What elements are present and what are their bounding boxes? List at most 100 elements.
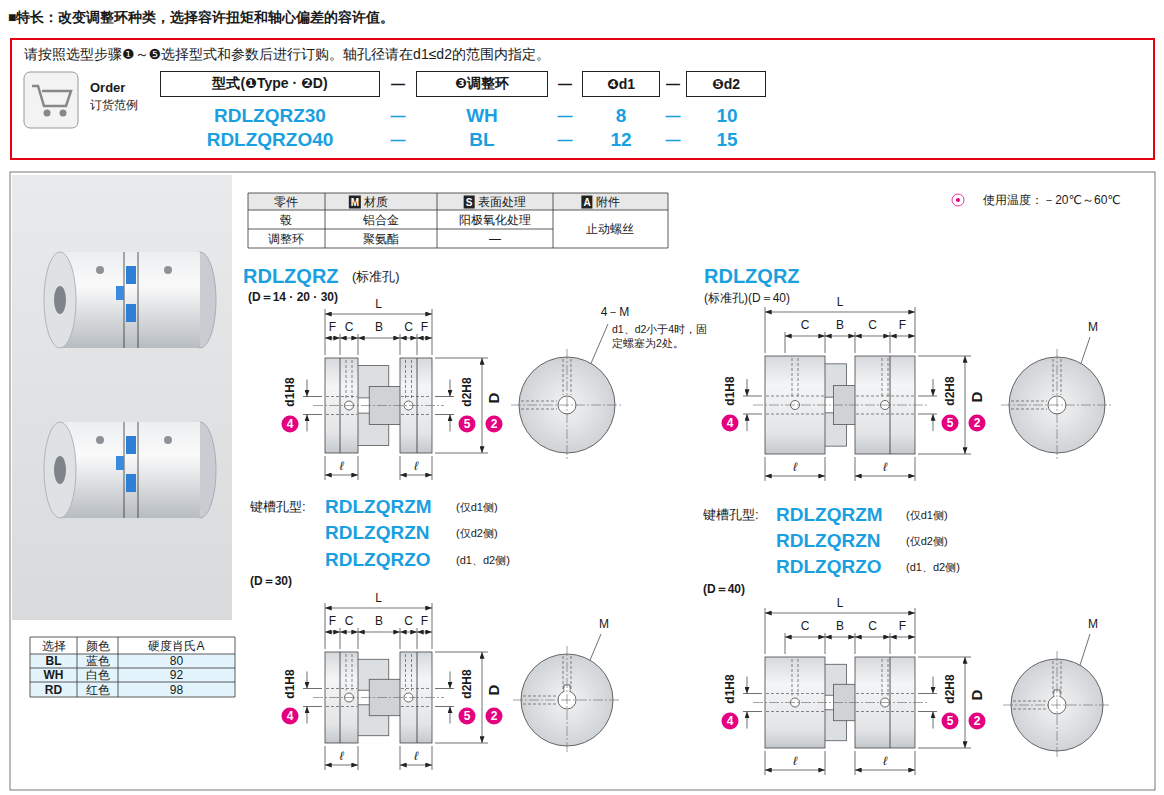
coupling-bore <box>54 456 66 484</box>
separator: — <box>666 131 681 149</box>
bore-diameter-label: d2H8 <box>943 673 957 704</box>
hidden-line <box>1061 661 1062 695</box>
screw-hole <box>164 266 172 274</box>
dimension-label: C <box>344 615 355 628</box>
table-cell: 毂 <box>280 212 292 226</box>
table-rule <box>553 193 554 248</box>
dimension-label: F <box>328 321 337 334</box>
extension-line <box>417 628 418 649</box>
bore-line <box>326 688 357 689</box>
dimension-label: F <box>898 620 907 633</box>
center-line <box>1057 349 1058 461</box>
extension-line <box>435 652 488 653</box>
series-name: RDLZQRZM <box>325 496 432 519</box>
dimension-label: ℓ <box>339 460 345 473</box>
keyway-side: (仅d2侧) <box>906 535 948 548</box>
dimension-line <box>855 336 890 337</box>
bore-diameter-label: d1H8 <box>283 376 297 407</box>
cart-icon-frame <box>24 72 78 128</box>
spec-badge: M <box>349 196 361 209</box>
outer-diameter-label: D <box>485 391 503 404</box>
table-rule <box>248 210 668 211</box>
hidden-line <box>352 654 353 691</box>
instruction-text: 请按照选型步骤❶～❺选择型式和参数后进行订购。轴孔径请在d1≤d2的范围内指定。 <box>24 46 1153 64</box>
keyway-side: (仅d1侧) <box>906 509 948 522</box>
dimension-line <box>747 414 748 431</box>
temperature-icon <box>952 194 964 206</box>
callout-number: 2 <box>969 712 986 729</box>
dimension-line <box>450 707 451 724</box>
extension-line <box>825 751 826 775</box>
cart-wheel <box>44 110 51 117</box>
dimension-line <box>855 770 915 771</box>
extension-line <box>915 457 916 481</box>
separator: — <box>558 107 573 125</box>
extension-line <box>918 693 937 694</box>
dimension-line <box>325 632 340 633</box>
form-field-label: ❹d1 <box>601 76 641 92</box>
series-name: RDLZQRZ <box>243 264 339 288</box>
table-cell: 阳极氧化处理 <box>459 212 531 226</box>
extension-line <box>890 332 891 353</box>
extension-line <box>855 332 856 353</box>
form-header-box: ❺d2 <box>686 71 766 97</box>
extension-line <box>325 603 326 649</box>
bore-line <box>401 396 431 397</box>
hidden-line <box>1061 359 1062 395</box>
size-range: (D＝40) <box>703 582 745 596</box>
bore-line <box>401 414 431 415</box>
dimension-line <box>450 672 451 689</box>
hidden-line <box>571 656 572 690</box>
coupling-photo <box>44 252 216 348</box>
bore-line <box>401 706 431 707</box>
extension-line <box>303 396 322 397</box>
extension-line <box>303 688 322 689</box>
dimension-line <box>933 677 934 694</box>
hidden-line <box>1011 401 1047 402</box>
hidden-line <box>523 696 557 697</box>
form-header-box: ❹d1 <box>582 71 660 97</box>
hidden-line <box>792 659 793 696</box>
table-cell: — <box>489 231 501 245</box>
separator: — <box>558 131 573 149</box>
bore-line <box>766 711 824 712</box>
extension-line <box>825 332 826 353</box>
hidden-line <box>1053 661 1054 695</box>
spec-badge: A <box>581 196 592 209</box>
table-cell: 附件 <box>596 195 620 209</box>
hidden-line <box>523 704 557 705</box>
outer-diameter-label: D <box>968 688 986 701</box>
table-cell: 蓝色 <box>86 654 110 668</box>
extension-line <box>358 334 359 355</box>
hidden-line <box>888 358 889 398</box>
bore-line <box>766 693 824 694</box>
dimension-line <box>417 632 432 633</box>
keyway-side: (d1、d2侧) <box>906 561 960 574</box>
extension-line <box>918 454 971 455</box>
order-caption: Order <box>90 80 125 96</box>
bore-line <box>326 396 357 397</box>
example-value: 10 <box>716 105 737 128</box>
bore-diameter-label: d1H8 <box>723 375 737 406</box>
extension-line <box>785 332 786 353</box>
coupling-seam <box>138 252 139 348</box>
extension-line <box>435 688 454 689</box>
separator: — <box>558 76 572 93</box>
separator: — <box>666 107 681 125</box>
table-rule <box>30 637 235 638</box>
table-rule <box>325 193 326 248</box>
table-rule <box>668 193 669 248</box>
bore-diameter-label: d1H8 <box>283 668 297 699</box>
dimension-line <box>933 414 934 431</box>
dimension-line <box>482 358 483 453</box>
extension-line <box>915 608 916 654</box>
separator: — <box>391 76 405 93</box>
leader-line <box>590 634 601 660</box>
dimension-label: ℓ <box>339 750 345 763</box>
bore-line <box>326 414 357 415</box>
table-cell: 80 <box>170 654 183 668</box>
hidden-line <box>563 359 564 395</box>
extension-line <box>918 657 971 658</box>
separator: — <box>391 107 406 125</box>
dimension-label: ℓ <box>413 460 419 473</box>
